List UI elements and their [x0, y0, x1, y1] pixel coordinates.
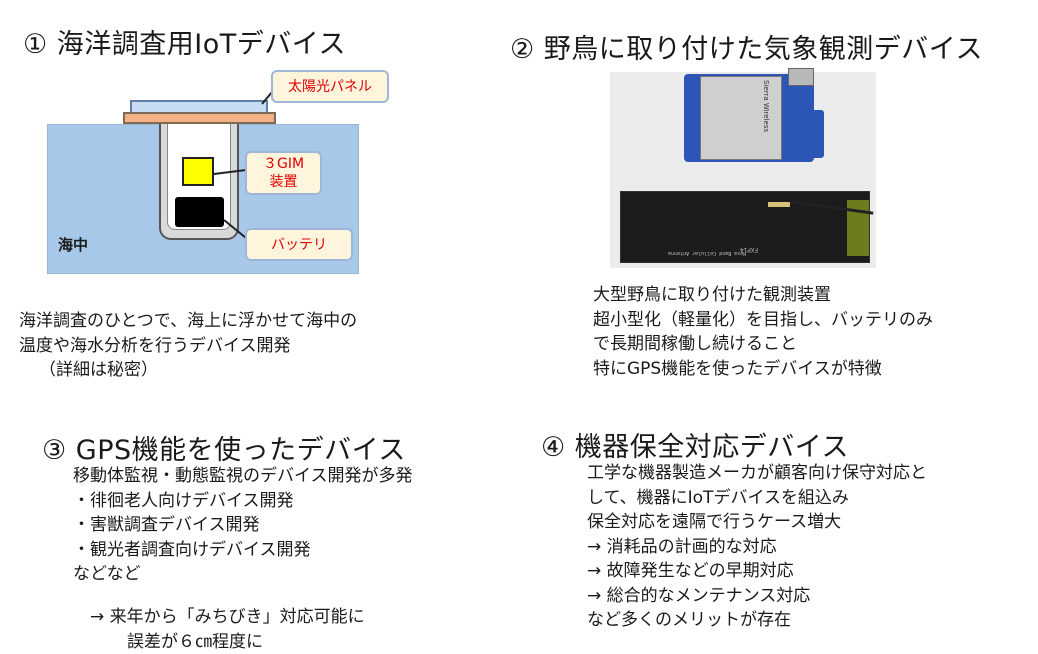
antenna-board — [620, 191, 870, 263]
section1-line: 海洋調査のひとつで、海上に浮かせて海中の — [19, 311, 358, 331]
solar-panel-glass — [130, 100, 268, 112]
callout-gim-line2: 装置 — [269, 174, 298, 190]
solar-panel — [123, 112, 276, 124]
section2-description: 大型野鳥に取り付けた観測装置 超小型化（軽量化）を目指し、バッテリのみ で長期間… — [593, 283, 933, 381]
section3-line: 移動体監視・動態監視のデバイス開発が多発 — [73, 466, 413, 486]
section1-line: 温度や海水分析を行うデバイス開発 — [19, 335, 291, 356]
section4-heading: ④ 機器保全対応デバイス — [541, 432, 849, 463]
section2-line: 特にGPS機能を使ったデバイスが特徴 — [593, 358, 882, 379]
circuit-board-extension — [794, 110, 824, 158]
section3-line: ・害獣調査デバイス開発 — [73, 515, 260, 535]
section4-description: 工学な機器製造メーカが顧客向け保守対応と して、機器にIoTデバイスを組込み 保… — [587, 461, 927, 633]
callout-battery: バッテリ — [245, 228, 353, 261]
callout-gim-line1: ３GIM — [262, 156, 305, 172]
section2-heading: ② 野鳥に取り付けた気象観測デバイス — [510, 34, 983, 65]
battery-box — [175, 197, 224, 227]
section4-line: など多くのメリットが存在 — [587, 610, 791, 630]
section3-note-line: → 来年から「みちびき」対応可能に — [90, 607, 365, 627]
section3-line: ・徘徊老人向けデバイス開発 — [73, 490, 294, 511]
section2-line: 超小型化（軽量化）を目指し、バッテリのみ — [593, 309, 933, 330]
section3-line: などなど — [73, 564, 141, 584]
section3-note: → 来年から「みちびき」対応可能に 誤差が６㎝程度に — [90, 605, 365, 654]
section4-line: → 故障発生などの早期対応 — [587, 561, 794, 581]
cellular-module — [700, 76, 782, 160]
coax-connector — [768, 202, 790, 207]
antenna-print-1: Hexa Band Cellular Antenna — [668, 250, 747, 256]
section2-line: で長期間稼働し続けること — [593, 334, 797, 354]
section4-line: → 消耗品の計画的な対応 — [587, 536, 777, 557]
antenna-pad — [847, 200, 869, 256]
section3-line: ・観光者調査向けデバイス開発 — [73, 539, 311, 560]
section4-line: 保全対応を遠隔で行うケース増大 — [587, 512, 842, 532]
section4-line: 工学な機器製造メーカが顧客向け保守対応と — [587, 463, 927, 483]
usb-connector — [788, 68, 814, 86]
callout-gim-device: ３GIM 装置 — [245, 151, 322, 195]
sea-label: 海中 — [58, 236, 89, 254]
section3-heading: ③ GPS機能を使ったデバイス — [42, 435, 406, 466]
section4-line: → 総合的なメンテナンス対応 — [587, 585, 811, 606]
callout-solar-panel: 太陽光パネル — [271, 70, 389, 103]
section1-description: 海洋調査のひとつで、海上に浮かせて海中の 温度や海水分析を行うデバイス開発 （詳… — [19, 309, 357, 383]
section2-line: 大型野鳥に取り付けた観測装置 — [593, 285, 831, 305]
module-print: Sierra Wireless — [762, 80, 770, 133]
section3-description: 移動体監視・動態監視のデバイス開発が多発 ・徘徊老人向けデバイス開発 ・害獣調査… — [73, 464, 413, 587]
antenna-print-2: FXP14 — [740, 246, 759, 253]
gim-device-box — [182, 157, 214, 186]
section4-line: して、機器にIoTデバイスを組込み — [587, 487, 849, 508]
section1-line: （詳細は秘密） — [39, 360, 158, 380]
section3-note-line: 誤差が６㎝程度に — [127, 631, 263, 652]
section1-heading: ① 海洋調査用IoTデバイス — [23, 29, 346, 60]
